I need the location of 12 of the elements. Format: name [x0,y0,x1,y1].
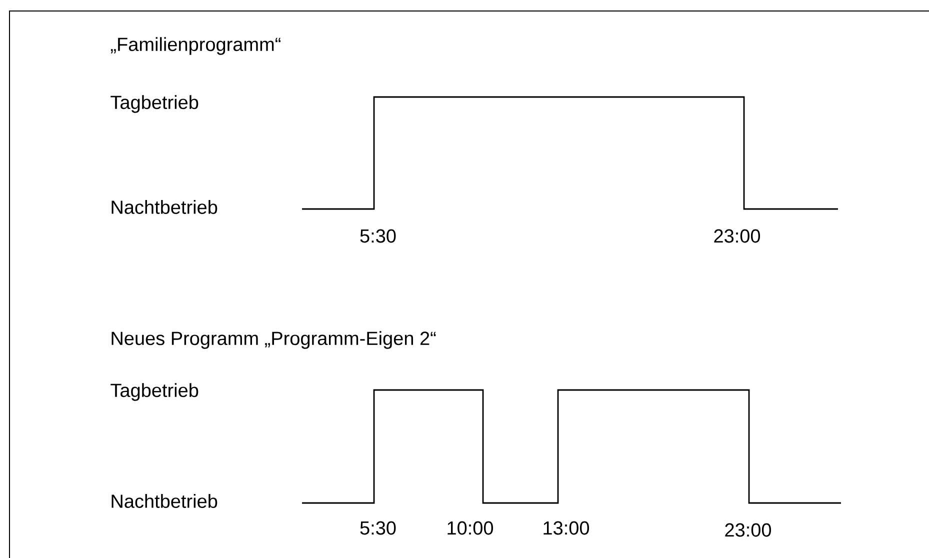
time-label: 10:00 [448,521,494,535]
chart-title: Neues Programm „Programm-Eigen 2“ [112,331,436,349]
time-label: 13:00 [544,521,590,535]
time-label: 5:30 [360,229,396,243]
level-label: Nachtbetrieb [112,494,218,508]
time-label: 23:00 [714,229,760,243]
time-label: 5:30 [360,521,396,535]
chart-title: „Familienprogramm“ [110,37,280,55]
level-label: Tagbetrieb [110,383,198,401]
time-label: 23:00 [725,523,772,537]
level-label: Tagbetrieb [110,95,198,113]
level-label: Nachtbetrieb [112,200,218,214]
